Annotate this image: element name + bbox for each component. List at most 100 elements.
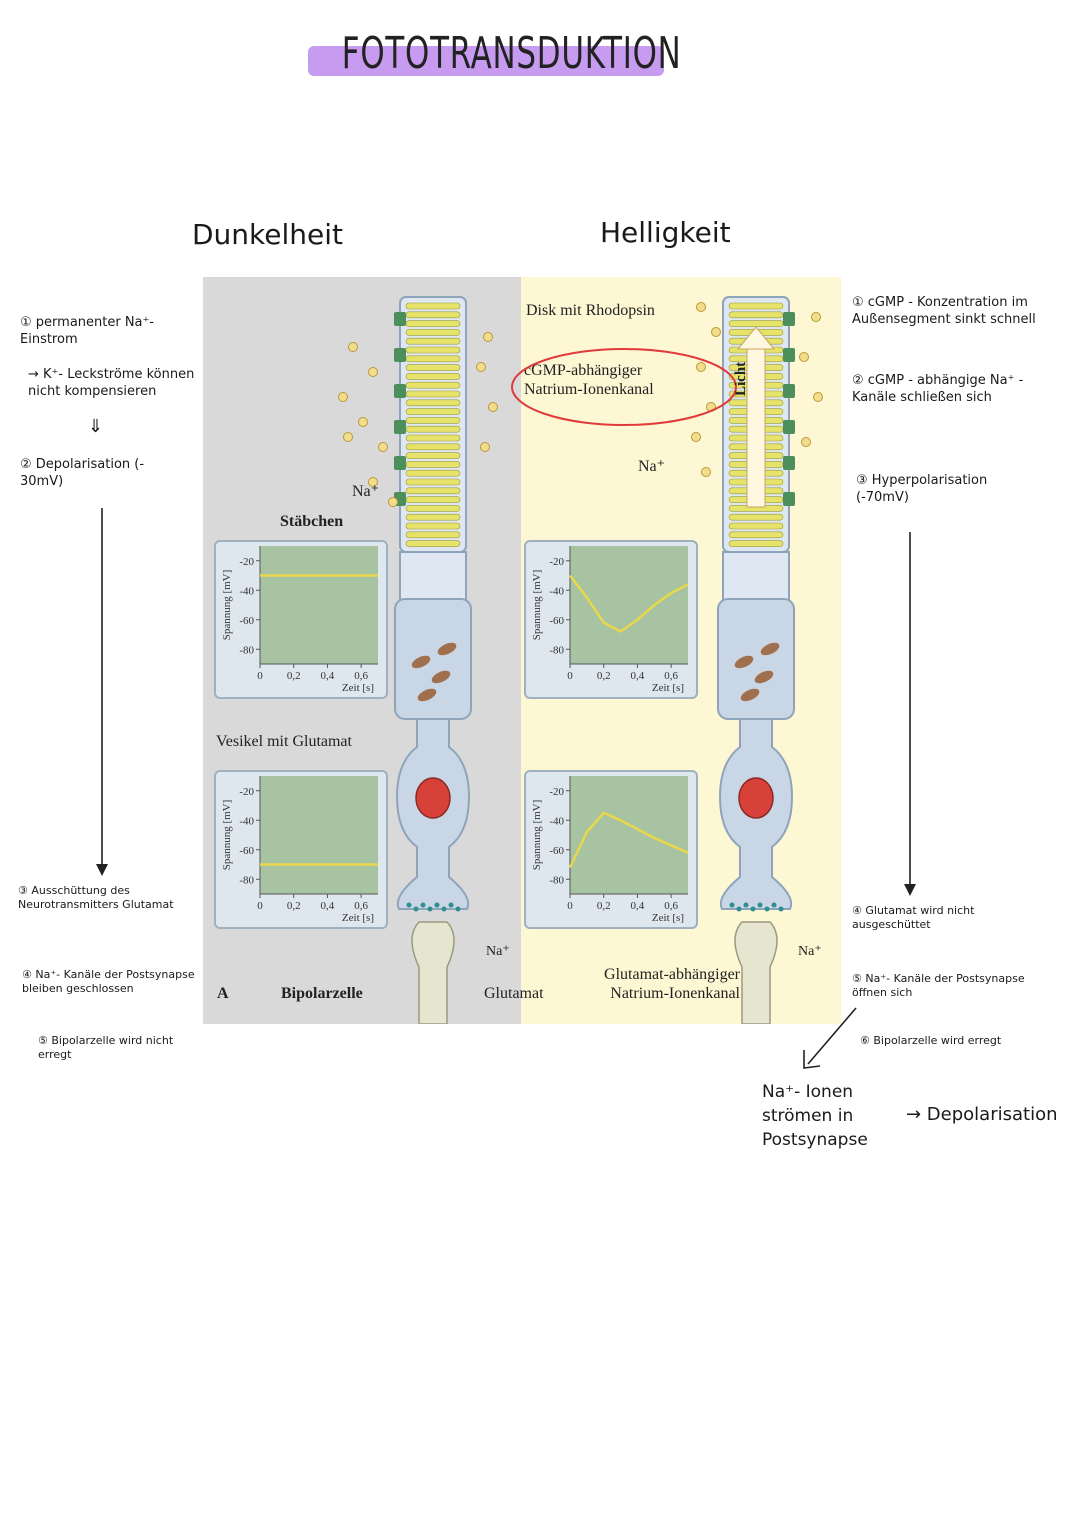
disk <box>405 452 461 459</box>
disk <box>405 417 461 424</box>
arrow-down-icon: ⇓ <box>88 416 104 437</box>
y-tick-label: -40 <box>239 815 254 827</box>
na-ion <box>696 302 706 312</box>
note-left-1b: → K⁺- Leckströme können nicht kompensier… <box>28 367 195 399</box>
na-ion <box>480 442 490 452</box>
plot-area <box>260 546 378 664</box>
disk <box>405 443 461 451</box>
ion-channel <box>394 312 406 326</box>
rod-cell-dark <box>338 296 498 1024</box>
y-axis-label: Spannung [mV] <box>531 570 543 641</box>
vesicle <box>434 902 440 908</box>
x-tick-label: 0 <box>567 900 573 912</box>
y-axis-label: Spannung [mV] <box>531 800 543 871</box>
plot-area <box>570 546 688 664</box>
y-tick-label: -80 <box>549 874 564 886</box>
y-tick-label: -40 <box>239 585 254 597</box>
disk <box>405 373 461 380</box>
x-tick-label: 0,2 <box>287 670 301 682</box>
note-right-5: ⑤ Na⁺- Kanäle der Postsynapse öffnen sic… <box>852 972 1025 999</box>
y-tick-label: -40 <box>549 585 564 597</box>
na-ion <box>801 437 811 447</box>
y-tick-label: -80 <box>239 874 254 886</box>
disk <box>405 408 461 415</box>
nucleus <box>738 777 774 819</box>
x-tick-label: 0,2 <box>597 670 611 682</box>
disk <box>728 302 784 310</box>
na-ion <box>701 467 711 477</box>
na-ion <box>711 327 721 337</box>
disk <box>405 399 461 407</box>
na-ion <box>691 432 701 442</box>
disk <box>728 522 784 530</box>
y-tick-label: -60 <box>549 845 564 857</box>
rod-cell-diagram <box>338 296 823 1024</box>
y-tick-label: -60 <box>549 615 564 627</box>
label-bipolarzelle: Bipolarzelle <box>281 985 363 1002</box>
na-ion <box>343 432 353 442</box>
x-tick-label: 0,4 <box>631 670 645 682</box>
label-na-synapse-dark: Na⁺ <box>486 944 510 959</box>
na-ion <box>799 352 809 362</box>
y-tick-label: -80 <box>549 644 564 656</box>
plot-area <box>260 776 378 894</box>
na-ion <box>348 342 358 352</box>
note-right-2: ② cGMP - abhängige Na⁺ - Kanäle schließe… <box>852 373 1024 405</box>
disk <box>405 469 461 477</box>
connecting-cilium <box>399 551 467 603</box>
note-right-7: Na⁺- Ionen strömen in Postsynapse <box>762 1082 868 1150</box>
voltage-trace <box>568 811 689 869</box>
label-vesikel: Vesikel mit Glutamat <box>216 733 352 750</box>
na-ion <box>368 477 378 487</box>
disk <box>728 531 784 539</box>
vesicle <box>764 906 770 912</box>
label-glutamat: Glutamat <box>484 985 544 1002</box>
x-tick-label: 0 <box>567 670 573 682</box>
ion-channel <box>783 492 795 506</box>
x-tick-label: 0,4 <box>321 900 335 912</box>
note-left-2: ② Depolarisation (- 30mV) <box>20 457 145 489</box>
x-tick-label: 0,6 <box>354 900 368 912</box>
na-ion <box>811 312 821 322</box>
note-right-4: ④ Glutamat wird nicht ausgeschüttet <box>852 904 975 931</box>
ion-channel <box>783 420 795 434</box>
vesicle <box>736 906 742 912</box>
note-left-4: ④ Na⁺- Kanäle der Postsynapse bleiben ge… <box>22 968 195 995</box>
x-axis-label: Zeit [s] <box>652 912 684 924</box>
na-ion <box>368 367 378 377</box>
y-tick-label: -20 <box>239 786 254 798</box>
label-disk: Disk mit Rhodopsin <box>526 302 655 319</box>
x-tick-label: 0,4 <box>321 670 335 682</box>
red-circle-annotation <box>511 348 737 426</box>
na-ion <box>696 362 706 372</box>
label-panel-a: A <box>217 985 229 1002</box>
mitochondrion <box>740 688 760 702</box>
label-glu-channel: Glutamat-abhängiger Natrium-Ionenkanal <box>604 966 740 1002</box>
disk <box>728 540 784 547</box>
label-cgmp-channel: cGMP-abhängiger Natrium-Ionenkanal <box>524 362 654 398</box>
nucleus <box>415 777 451 819</box>
na-ion <box>338 392 348 402</box>
label-na-dark: Na⁺ <box>352 483 380 500</box>
y-tick-label: -80 <box>239 644 254 656</box>
x-tick-label: 0 <box>257 900 263 912</box>
vesicle <box>448 902 454 908</box>
vesicle <box>729 902 735 908</box>
note-right-1: ① cGMP - Konzentration im Außensegment s… <box>852 295 1036 327</box>
y-axis-label: Spannung [mV] <box>221 570 233 641</box>
disk <box>405 505 461 512</box>
ion-channel <box>783 456 795 470</box>
note-right-3: ③ Hyperpolarisation (-70mV) <box>856 473 988 505</box>
note-left-1: ① permanenter Na⁺- Einstrom <box>20 315 155 347</box>
light-arrow-head <box>736 326 776 350</box>
vesicle <box>406 902 412 908</box>
na-ion <box>378 442 388 452</box>
mitochondrion <box>411 655 431 669</box>
x-axis-label: Zeit [s] <box>652 682 684 694</box>
ion-channel <box>394 348 406 362</box>
y-tick-label: -40 <box>549 815 564 827</box>
ion-channel <box>783 384 795 398</box>
disk <box>405 487 461 495</box>
mitochondrion <box>734 655 754 669</box>
